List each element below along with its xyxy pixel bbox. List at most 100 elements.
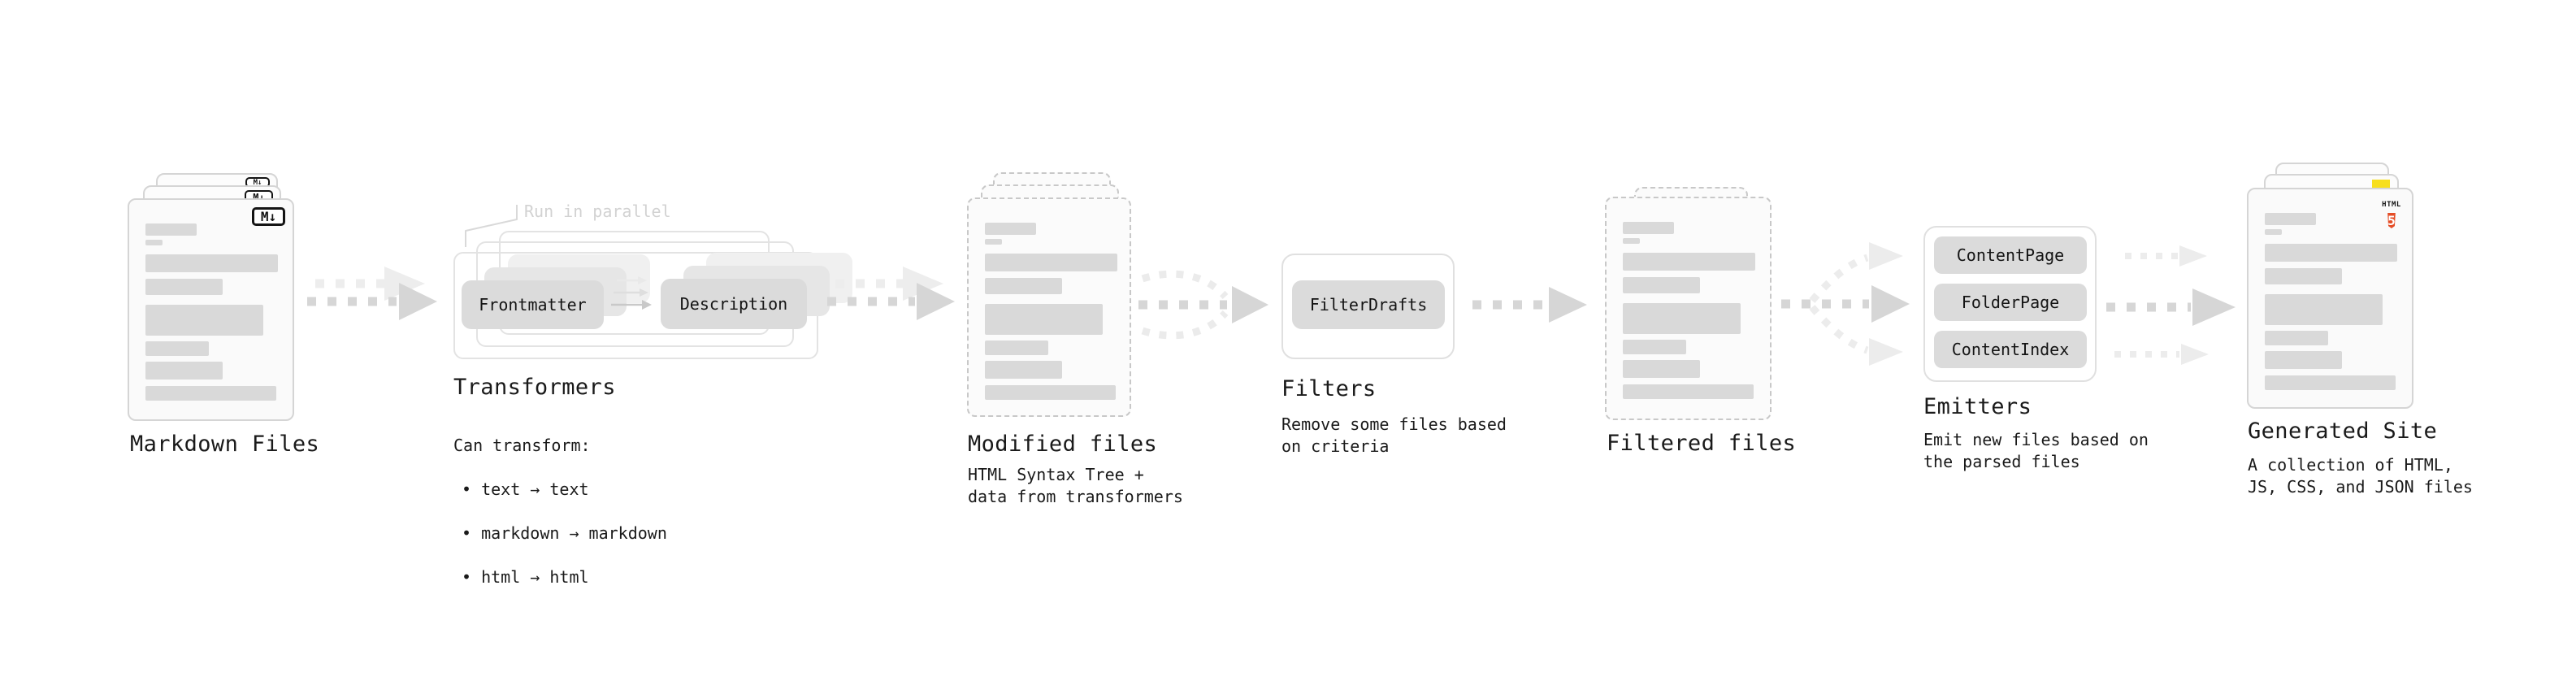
doc-line: [1623, 222, 1674, 234]
doc-line: [145, 279, 223, 295]
doc-line: [2265, 331, 2328, 345]
doc-line: [985, 254, 1117, 271]
doc-line: [145, 254, 278, 272]
doc-line: [1623, 303, 1741, 334]
html5-icon-shield: 5: [2387, 213, 2396, 228]
flow-arrow-transformers-to-modified: [827, 267, 955, 320]
doc-line: [985, 385, 1116, 400]
markdown-file-card: M↓: [128, 198, 294, 421]
folderpage-chip: FolderPage: [1934, 284, 2087, 321]
converge-path-top: [1141, 270, 1229, 300]
doc-line: [145, 362, 223, 380]
frontmatter-chip: Frontmatter: [462, 280, 604, 329]
doc-line: [145, 341, 209, 356]
doc-line: [2265, 268, 2342, 284]
arrowhead: [384, 267, 425, 301]
mini-arrow: [611, 300, 652, 310]
doc-line: [1623, 340, 1686, 354]
arrowhead: [399, 283, 437, 320]
annotation-leader-line: [465, 205, 518, 247]
doc-line: [145, 240, 163, 245]
run-in-parallel-annotation: Run in parallel: [524, 202, 671, 221]
arrowhead: [2192, 288, 2236, 326]
stage-desc-emitters: Emit new files based on the parsed files: [1923, 430, 2149, 471]
stage-desc-modified-files: HTML Syntax Tree + data from transformer…: [968, 465, 1183, 506]
arrowhead: [1871, 285, 1910, 323]
flow-arrow-filtered-to-emitters: [1781, 242, 1910, 366]
contentindex-chip: ContentIndex: [1934, 331, 2087, 368]
stage-desc-filters: Remove some files based on criteria: [1281, 414, 1507, 456]
stage-label-modified-files: Modified files: [968, 432, 1158, 457]
arrow-main: [1472, 287, 1587, 323]
arrowhead: [1869, 338, 1903, 366]
desc-bullet: • markdown → markdown: [462, 523, 667, 543]
converge-path-bottom: [1141, 310, 1229, 340]
doc-line: [985, 340, 1048, 355]
stage-label-generated-site: Generated Site: [2248, 419, 2438, 444]
doc-line: [2265, 213, 2316, 225]
stage-desc-generated-site: A collection of HTML, JS, CSS, and JSON …: [2248, 455, 2473, 497]
arrow-main: [1138, 286, 1268, 323]
flow-arrow-filters-to-filtered: [1472, 287, 1587, 323]
arrowhead: [1869, 242, 1903, 270]
doc-line: [2265, 351, 2342, 369]
doc-line: [2265, 294, 2383, 325]
doc-line: [2265, 229, 2282, 235]
arrowhead: [1549, 287, 1587, 323]
filterdrafts-chip: FilterDrafts: [1292, 280, 1445, 329]
doc-line: [985, 278, 1062, 294]
arrowhead: [903, 267, 943, 301]
doc-line: [985, 223, 1036, 235]
doc-line: [145, 386, 276, 401]
doc-line: [145, 223, 197, 236]
doc-line: [2265, 375, 2396, 390]
doc-line: [2265, 244, 2397, 262]
doc-line: [1623, 384, 1754, 399]
arrow-ghost-bottom: [2114, 344, 2209, 365]
desc-bullet: • html → html: [462, 567, 589, 587]
arrow-main: [307, 283, 437, 320]
fanout-top-ghost: [1809, 242, 1903, 303]
stage-label-filters: Filters: [1281, 376, 1377, 401]
html5-icon: HTML 5: [2379, 194, 2404, 232]
arrow-main: [2106, 288, 2236, 326]
modified-file-card: [967, 197, 1131, 417]
html-file-card: HTML 5: [2247, 188, 2413, 409]
mini-arrow: [617, 276, 647, 284]
flow-arrow-modified-to-filters: [1138, 270, 1268, 340]
arrow-ghost: [835, 267, 943, 301]
doc-line: [1623, 253, 1755, 271]
doc-line: [985, 361, 1062, 379]
transform-step-arrows: [611, 276, 652, 310]
doc-line: [985, 304, 1103, 335]
stage-label-emitters: Emitters: [1923, 394, 2032, 419]
arrow-main: [827, 283, 955, 320]
stage-desc-transformers: Can transform: • text → text • markdown …: [453, 413, 667, 610]
desc-bullet: • text → text: [462, 479, 589, 499]
arrowhead: [1232, 286, 1268, 323]
flow-arrow-markdown-to-transformers: [307, 267, 437, 320]
arrow-ghost-top: [2125, 245, 2207, 267]
doc-line: [1623, 360, 1700, 378]
desc-title: Can transform:: [453, 436, 591, 455]
doc-line: [1623, 277, 1700, 293]
html5-icon-word: HTML: [2382, 201, 2401, 209]
fanout-bottom-ghost: [1809, 305, 1903, 366]
flow-arrow-emitters-to-site: [2106, 245, 2236, 365]
arrow-main: [1781, 285, 1910, 323]
arrow-ghost: [315, 267, 425, 301]
stage-label-transformers: Transformers: [453, 375, 616, 400]
description-chip: Description: [661, 279, 807, 329]
js-icon: [2372, 180, 2390, 188]
doc-line: [145, 305, 263, 336]
filtered-file-card: [1605, 197, 1772, 420]
mini-arrow: [614, 288, 648, 297]
arrowhead: [2179, 245, 2207, 267]
arrowhead: [917, 283, 955, 320]
contentpage-chip: ContentPage: [1934, 236, 2087, 274]
doc-line: [1623, 238, 1640, 244]
stage-label-filtered-files: Filtered files: [1607, 431, 1797, 456]
markdown-icon: M↓: [252, 207, 285, 226]
stage-label-markdown-files: Markdown Files: [130, 432, 320, 457]
